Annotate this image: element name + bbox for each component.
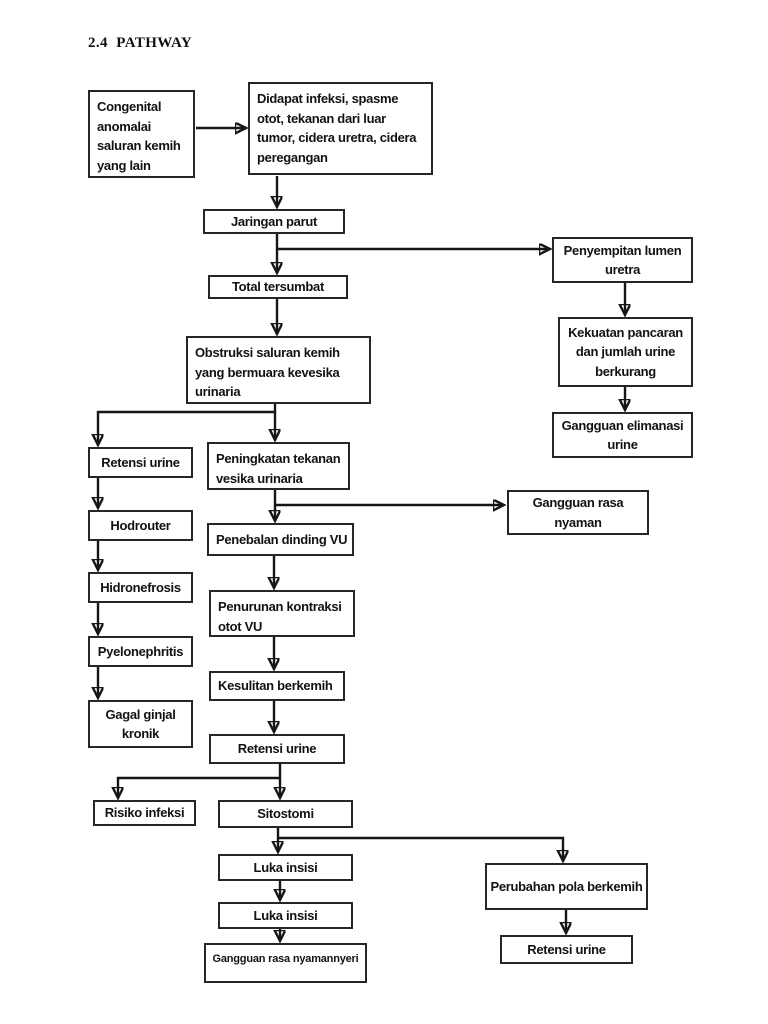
node-perubahan-pola: Perubahan pola berkemih (485, 863, 648, 910)
node-hidronefrosis: Hidronefrosis (88, 572, 193, 603)
page-title: 2.4 PATHWAY (88, 35, 193, 51)
node-penurunan-kontraksi: Penurunan kontraksi otot VU (209, 590, 355, 637)
node-total-tersumbat: Total tersumbat (208, 275, 348, 299)
node-gangguan-elimanasi: Gangguan elimanasi urine (552, 412, 693, 458)
node-jaringan-parut: Jaringan parut (203, 209, 345, 234)
node-gangguan-rasa-nyamannyeri: Gangguan rasa nyamannyeri (204, 943, 367, 983)
node-luka-insisi-1: Luka insisi (218, 854, 353, 881)
edge-sitostomi-perubahan (278, 836, 563, 860)
node-obstruksi: Obstruksi saluran kemih yang bermuara ke… (186, 336, 371, 404)
node-retensi-urine-1: Retensi urine (88, 447, 193, 478)
node-pyelonephritis: Pyelonephritis (88, 636, 193, 667)
node-gangguan-rasa-nyaman: Gangguan rasa nyaman (507, 490, 649, 535)
node-retensi-urine-3: Retensi urine (500, 935, 633, 964)
edge-obstruksi-retensi1 (98, 404, 277, 444)
edge-retensi2-risiko (118, 764, 282, 797)
node-gagal-ginjal: Gagal ginjal kronik (88, 700, 193, 748)
node-kekuatan-pancaran: Kekuatan pancaran dan jumlah urine berku… (558, 317, 693, 387)
node-hodrouter: Hodrouter (88, 510, 193, 541)
node-sitostomi: Sitostomi (218, 800, 353, 828)
node-congenital: Congenital anomalai saluran kemih yang l… (88, 90, 195, 178)
node-didapat: Didapat infeksi, spasme otot, tekanan da… (248, 82, 433, 175)
node-risiko-infeksi: Risiko infeksi (93, 800, 196, 826)
node-kesulitan-berkemih: Kesulitan berkemih (209, 671, 345, 701)
node-luka-insisi-2: Luka insisi (218, 902, 353, 929)
node-penyempitan-lumen: Penyempitan lumen uretra (552, 237, 693, 283)
node-retensi-urine-2: Retensi urine (209, 734, 345, 764)
node-penebalan-dinding: Penebalan dinding VU (207, 523, 354, 556)
node-peningkatan-tekanan: Peningkatan tekanan vesika urinaria (207, 442, 350, 490)
